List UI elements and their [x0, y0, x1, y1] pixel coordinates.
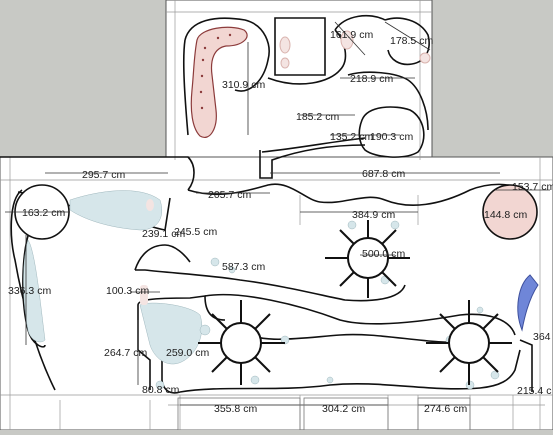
dim-label: 135.2 cm — [330, 131, 373, 143]
dim-label: 687.8 cm — [362, 168, 405, 180]
upper-room-details — [279, 30, 431, 69]
dimension-labels: 161.9 cm 178.5 cm 310.9 cm 218.9 cm 185.… — [8, 29, 553, 415]
dim-label: 215.4 c — [517, 385, 551, 397]
dim-label: 500.0 cm — [362, 248, 405, 260]
flower-speckles — [23, 190, 500, 390]
radial-table-top — [325, 220, 410, 298]
dim-label: 295.7 cm — [82, 169, 125, 181]
dim-label: 80.8 cm — [142, 384, 180, 396]
dim-label: 218.9 cm — [350, 73, 393, 85]
dim-label: 310.9 cm — [222, 79, 265, 91]
dim-label: 190.3 cm — [370, 131, 413, 143]
dim-label: 364 — [533, 331, 551, 343]
dim-label: 161.9 cm — [330, 29, 373, 41]
dimension-lines — [5, 21, 550, 406]
pink-boomerang-shape — [190, 26, 248, 138]
pink-shape-dots — [199, 33, 232, 110]
dim-label: 153.7 cm — [512, 181, 553, 193]
dim-label: 274.6 cm — [424, 403, 467, 415]
dim-label: 185.2 cm — [296, 111, 339, 123]
dim-label: 245.5 cm — [174, 226, 217, 238]
dim-label: 100.3 cm — [106, 285, 149, 297]
dim-label: 163.2 cm — [22, 207, 65, 219]
radial-table-right — [426, 300, 512, 385]
pink-accents — [140, 199, 154, 305]
dim-label: 205.7 cm — [208, 189, 251, 201]
dim-label: 259.0 cm — [166, 347, 209, 359]
dim-label: 264.7 cm — [104, 347, 147, 359]
dim-label: 304.2 cm — [322, 403, 365, 415]
blue-crescent-shape — [517, 274, 539, 332]
upper-room-walls — [182, 14, 430, 179]
dim-label: 355.8 cm — [214, 403, 257, 415]
dim-label: 384.9 cm — [352, 209, 395, 221]
radial-table-mid — [198, 300, 285, 385]
dim-label: 587.3 cm — [222, 261, 265, 273]
dim-label: 239.1 cm — [142, 228, 185, 240]
dim-label: 336.3 cm — [8, 285, 51, 297]
dim-label: 144.8 cm — [484, 209, 527, 221]
round-table-right — [482, 184, 538, 240]
dim-label: 178.5 cm — [390, 35, 433, 47]
